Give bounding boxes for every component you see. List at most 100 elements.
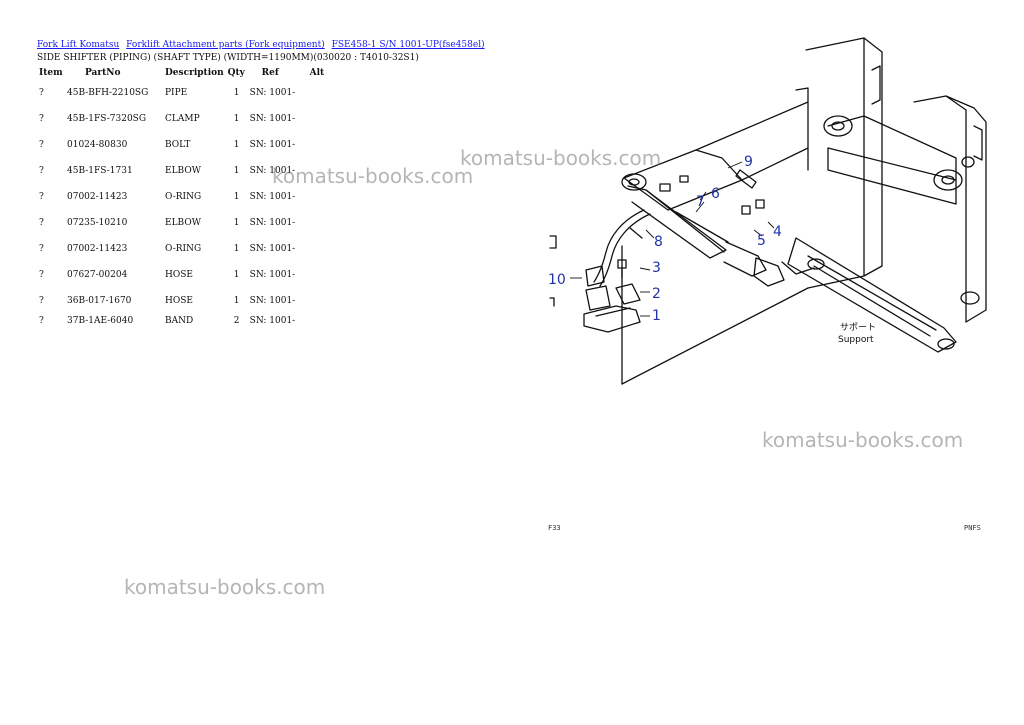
cell-qty: 1 (233, 218, 240, 228)
cell-alt (308, 314, 332, 328)
cell-alt (308, 262, 332, 288)
watermark: komatsu-books.com (460, 146, 662, 170)
cell-description: ELBOW (165, 166, 201, 176)
cell-partno: 36B-017-1670 (67, 296, 132, 306)
cell-qty: 1 (233, 140, 240, 150)
table-row: ? 07235-10210 ELBOW 1 SN: 1001- (37, 210, 332, 236)
cell-alt (308, 106, 332, 132)
cell-item: ? (39, 270, 44, 280)
table-header-row: Item PartNo Description Qty Ref Alt (37, 66, 332, 80)
cell-partno: 07235-10210 (67, 218, 128, 228)
cell-description: O-RING (165, 244, 202, 254)
callout-2: 2 (652, 286, 661, 302)
cell-qty: 1 (233, 88, 240, 98)
header-partno: PartNo (85, 68, 121, 78)
support-label-jp: サポート (840, 322, 876, 333)
cell-description: BAND (165, 316, 194, 326)
cell-ref: SN: 1001- (249, 218, 296, 228)
table-row: ? 07002-11423 O-RING 1 SN: 1001- (37, 184, 332, 210)
table-row: ? 07002-11423 O-RING 1 SN: 1001- (37, 236, 332, 262)
cell-qty: 1 (233, 166, 240, 176)
breadcrumb: Fork Lift Komatsu Forklift Attachment pa… (37, 40, 489, 50)
cell-alt (308, 288, 332, 314)
callout-3: 3 (652, 260, 661, 276)
cell-ref: SN: 1001- (249, 192, 296, 202)
cell-item: ? (39, 244, 44, 254)
cell-partno: 01024-80830 (67, 140, 128, 150)
cell-qty: 1 (233, 114, 240, 124)
cell-partno: 45B-1FS-1731 (67, 166, 133, 176)
header-ref: Ref (261, 68, 279, 78)
cell-partno: 07002-11423 (67, 192, 128, 202)
watermark: komatsu-books.com (272, 164, 474, 188)
page-mark-left: F33 (548, 524, 561, 532)
cell-item: ? (39, 296, 44, 306)
cell-description: HOSE (165, 296, 193, 306)
callout-4: 4 (773, 224, 782, 240)
cell-partno: 37B-1AE-6040 (67, 316, 134, 326)
callout-9: 9 (744, 154, 753, 170)
table-row: ? 01024-80830 BOLT 1 SN: 1001- (37, 132, 332, 158)
cell-item: ? (39, 114, 44, 124)
header-alt: Alt (309, 68, 325, 78)
cell-item: ? (39, 192, 44, 202)
table-row: ? 07627-00204 HOSE 1 SN: 1001- (37, 262, 332, 288)
cell-alt (308, 210, 332, 236)
cell-description: PIPE (165, 88, 188, 98)
table-row: ? 45B-1FS-1731 ELBOW 1 SN: 1001- (37, 158, 332, 184)
cell-item: ? (39, 140, 44, 150)
callout-6: 6 (711, 186, 720, 202)
support-label-en: Support (838, 335, 874, 345)
cell-partno: 07002-11423 (67, 244, 128, 254)
cell-alt (308, 80, 332, 106)
header-qty: Qty (227, 68, 245, 78)
watermark: komatsu-books.com (124, 575, 326, 599)
cell-ref: SN: 1001- (249, 114, 296, 124)
header-description: Description (165, 68, 224, 78)
cell-ref: SN: 1001- (249, 316, 296, 326)
cell-item: ? (39, 166, 44, 176)
cell-item: ? (39, 88, 44, 98)
parts-diagram: 9 6 7 8 5 4 3 2 1 10 サポート Support (548, 37, 987, 385)
header-item: Item (39, 68, 63, 78)
cell-ref: SN: 1001- (249, 166, 296, 176)
callout-1: 1 (652, 308, 661, 324)
table-row: ? 45B-BFH-2210SG PIPE 1 SN: 1001- (37, 80, 332, 106)
cell-partno: 45B-1FS-7320SG (67, 114, 147, 124)
cell-ref: SN: 1001- (249, 244, 296, 254)
cell-ref: SN: 1001- (249, 270, 296, 280)
cell-ref: SN: 1001- (249, 140, 296, 150)
cell-qty: 1 (233, 270, 240, 280)
page-title: SIDE SHIFTER (PIPING) (SHAFT TYPE) (WIDT… (37, 53, 419, 63)
cell-qty: 2 (233, 316, 240, 326)
breadcrumb-link-fork-lift[interactable]: Fork Lift Komatsu (37, 40, 120, 50)
table-row: ? 37B-1AE-6040 BAND 2 SN: 1001- (37, 314, 332, 328)
cell-qty: 1 (233, 192, 240, 202)
cell-description: ELBOW (165, 218, 201, 228)
table-row: ? 45B-1FS-7320SG CLAMP 1 SN: 1001- (37, 106, 332, 132)
cell-partno: 45B-BFH-2210SG (67, 88, 149, 98)
cell-qty: 1 (233, 296, 240, 306)
cell-item: ? (39, 316, 44, 326)
callout-10: 10 (548, 272, 566, 288)
cell-ref: SN: 1001- (249, 296, 296, 306)
table-row: ? 36B-017-1670 HOSE 1 SN: 1001- (37, 288, 332, 314)
cell-alt (308, 132, 332, 158)
cell-description: BOLT (165, 140, 191, 150)
cell-qty: 1 (233, 244, 240, 254)
parts-table: Item PartNo Description Qty Ref Alt ? 45… (37, 66, 332, 328)
cell-item: ? (39, 218, 44, 228)
cell-ref: SN: 1001- (249, 88, 296, 98)
callout-5: 5 (757, 233, 766, 249)
callout-8: 8 (654, 234, 663, 250)
breadcrumb-link-attachment[interactable]: Forklift Attachment parts (Fork equipmen… (126, 40, 325, 50)
cell-description: CLAMP (165, 114, 200, 124)
cell-alt (308, 236, 332, 262)
breadcrumb-link-model[interactable]: FSE458-1 S/N 1001-UP(fse458el) (331, 40, 485, 50)
cell-description: O-RING (165, 192, 202, 202)
watermark: komatsu-books.com (762, 428, 964, 452)
cell-partno: 07627-00204 (67, 270, 128, 280)
page-mark-right: PNFS (964, 524, 981, 532)
cell-description: HOSE (165, 270, 193, 280)
callout-7: 7 (696, 194, 705, 210)
